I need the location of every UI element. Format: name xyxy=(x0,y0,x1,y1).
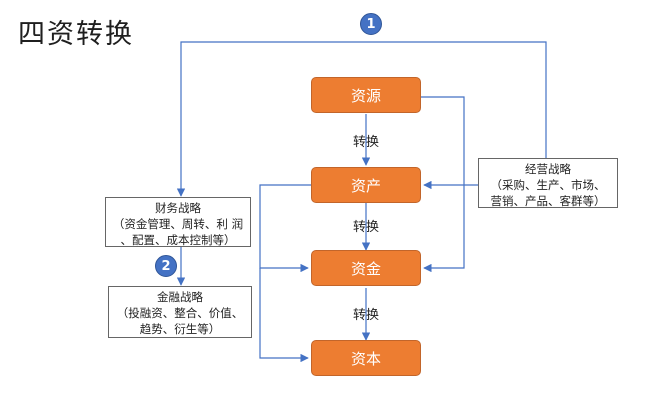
node-asset: 资产 xyxy=(311,167,421,203)
finance-strategy-title: 财务战略 xyxy=(155,201,201,215)
financial-strategy-title: 金融战略 xyxy=(157,290,203,304)
operating-strategy-line1: （采购、生产、市场、 xyxy=(490,178,606,192)
node-resource: 资源 xyxy=(311,77,421,113)
finance-strategy-box: 财务战略 （资金管理、周转、利 润 、配置、成本控制等） xyxy=(105,197,251,247)
arrow-resource-to-fund xyxy=(421,96,465,273)
arrow-asset-to-fund-left xyxy=(259,184,311,273)
node-capital: 资本 xyxy=(311,340,421,376)
financial-strategy-line2: 趋势、衍生等） xyxy=(139,322,221,336)
operating-strategy-line2: 营销、产品、客群等） xyxy=(490,194,606,208)
arrow-operating-to-finance xyxy=(176,41,547,197)
step-badge-1: 1 xyxy=(360,13,382,35)
financial-strategy-line1: （投融资、整合、价值、 xyxy=(116,306,244,320)
financial-strategy-box: 金融战略 （投融资、整合、价值、 趋势、衍生等） xyxy=(108,286,252,338)
finance-strategy-line1: （资金管理、周转、利 润 xyxy=(112,217,244,231)
conversion-label-2: 转换 xyxy=(352,220,379,235)
page-title: 四资转换 xyxy=(18,19,134,50)
arrow-asset-to-capital-left xyxy=(259,268,309,363)
operating-strategy-box: 经营战略 （采购、生产、市场、 营销、产品、客群等） xyxy=(478,158,618,208)
node-fund: 资金 xyxy=(311,250,421,286)
conversion-label-3: 转换 xyxy=(352,308,379,323)
finance-strategy-line2: 、配置、成本控制等） xyxy=(120,233,236,247)
step-badge-2: 2 xyxy=(155,255,177,277)
conversion-label-1: 转换 xyxy=(352,135,379,150)
operating-strategy-title: 经营战略 xyxy=(525,162,571,176)
